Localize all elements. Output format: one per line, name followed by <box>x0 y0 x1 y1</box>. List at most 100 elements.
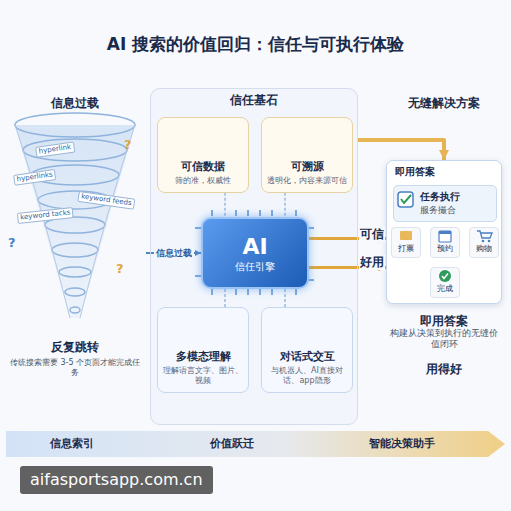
link-tag: hyperlinks <box>13 169 56 186</box>
node-text: 反复跳转 <box>6 340 144 355</box>
node-text: 透明化，内容来源可信 <box>266 176 348 186</box>
chip-pin <box>259 210 261 216</box>
tornado-ring <box>15 113 135 137</box>
label-slot: ? <box>8 232 16 251</box>
node-text: AI <box>242 233 267 261</box>
question-mark: ? <box>8 235 16 251</box>
label-slot: 构建从决策到执行的无缝价值闭环 <box>386 328 502 351</box>
tornado-ring <box>52 243 98 257</box>
tornado-ring <box>23 139 127 161</box>
feature-box: 可溯源透明化，内容来源可信 <box>261 117 353 193</box>
connector <box>284 289 285 307</box>
cart-icon <box>477 231 492 238</box>
node-text: 价值跃迁 <box>210 437 254 451</box>
step-box: 购物 <box>469 227 499 258</box>
feature-box: 对话式交互与机器人、AI直接对话、app隐形 <box>261 307 353 393</box>
panel-fill <box>150 88 358 425</box>
diagram-title: AI 搜索的价值回归：信任与可执行体验 <box>107 34 404 55</box>
check-mark <box>401 195 411 203</box>
chip-pin <box>247 210 249 216</box>
chip-pin <box>211 210 213 216</box>
calendar-bar <box>439 231 451 234</box>
edge-label-slot: 信息过载 <box>154 241 194 260</box>
feature-box: 多模态理解理解语言文字、图片、视频 <box>157 307 249 393</box>
node-text: 购物 <box>470 244 498 254</box>
watermark: aifasportsapp.com.cn <box>20 466 213 494</box>
question-mark: ? <box>124 137 132 153</box>
connector <box>224 193 225 217</box>
chip-pin <box>247 289 249 295</box>
label-slot: hyperlink <box>34 134 75 158</box>
answer-tagline: 用得好 <box>426 362 462 377</box>
node-text: 信任引擎 <box>235 261 275 274</box>
edge-label: 可信 <box>359 227 385 242</box>
node-text: 预约 <box>431 244 459 254</box>
chip-pin <box>259 289 261 295</box>
step-box: 预约 <box>430 227 460 258</box>
tornado-ring <box>70 307 80 313</box>
node-text: 多模态理解 <box>162 350 244 364</box>
cart-wheel <box>488 240 491 243</box>
progress-arrow-shape <box>6 431 505 457</box>
calendar-icon <box>439 231 451 242</box>
label-slot: hyperlinks <box>12 161 56 186</box>
checkbox-icon <box>398 192 413 207</box>
edge-label: 好用 <box>359 255 385 270</box>
node-text: 筛的准，权威性 <box>162 176 244 186</box>
label-slot: aifasportsapp.com.cn <box>20 466 213 494</box>
edge-label-slot: 可信 <box>359 223 385 242</box>
done-check <box>442 274 448 279</box>
node-text: 即用答案 <box>387 161 501 179</box>
chip-pin <box>295 289 297 295</box>
ticket-icon <box>400 231 412 240</box>
ai-engine-chip: AI信任引擎 <box>201 217 309 289</box>
node-text: 智能决策助手 <box>369 437 435 451</box>
chip-pin <box>235 289 237 295</box>
chip-pin <box>271 210 273 216</box>
label-slot: keyword tacks <box>16 199 74 224</box>
chip-pins <box>195 210 314 295</box>
progress-arrow: 信息索引 价值跃迁 智能决策助手 <box>6 430 505 458</box>
node-text: 信息索引 <box>50 437 94 451</box>
label-slot: 无缝解决方案 <box>386 92 502 111</box>
link-tag: keyword tacks <box>17 207 74 224</box>
edge-label: 信息过载 <box>154 248 194 259</box>
connector <box>284 193 285 217</box>
node-text: 可溯源 <box>266 160 348 174</box>
node-text: 信任基石 <box>151 93 357 108</box>
done-icon <box>439 270 451 282</box>
node-text: 传统搜索需要 3-5 个页面才能完成任务 <box>6 358 144 378</box>
node-text: 理解语言文字、图片、视频 <box>162 366 244 386</box>
answer-description: 构建从决策到执行的无缝价值闭环 <box>386 328 502 349</box>
task-box: 任务执行服务撮合 <box>393 185 497 222</box>
section-heading: 无缝解决方案 <box>408 96 480 111</box>
label-slot: ? <box>124 134 132 153</box>
label-slot: 即用答案 <box>386 310 502 329</box>
node-text: 与机器人、AI直接对话、app隐形 <box>266 366 348 386</box>
chip-pin <box>211 289 213 295</box>
tornado-swirl <box>80 125 135 318</box>
feature-box: 可信数据筛的准，权威性 <box>157 117 249 193</box>
node-text: 服务撮合 <box>420 205 492 216</box>
node-text: 任务执行 <box>420 191 492 204</box>
label-slot: 用得好 <box>386 358 502 377</box>
link-tag: keyword feeds <box>77 191 135 210</box>
label-slot: 信息过载 <box>15 92 135 111</box>
node-text: 对话式交互 <box>266 350 348 364</box>
step-box: 打票 <box>391 227 421 258</box>
title-slot: AI 搜索的价值回归：信任与可执行体验 <box>0 34 511 55</box>
answer-heading: 即用答案 <box>420 314 468 329</box>
chip-pin <box>271 289 273 295</box>
chip-pin <box>295 210 297 216</box>
tornado-body <box>15 125 135 318</box>
answer-card: 即用答案任务执行服务撮合打票预约 购物完成 <box>386 160 502 304</box>
label-slot: keyword feeds <box>77 183 136 210</box>
chip-pin <box>235 210 237 216</box>
edge-label-slot: 好用 <box>359 251 385 270</box>
link-tag: hyperlink <box>35 142 75 158</box>
step-box: 完成 <box>430 267 460 298</box>
section-heading: 信息过载 <box>51 96 99 111</box>
tornado-ring <box>65 288 85 296</box>
connector <box>224 289 225 307</box>
